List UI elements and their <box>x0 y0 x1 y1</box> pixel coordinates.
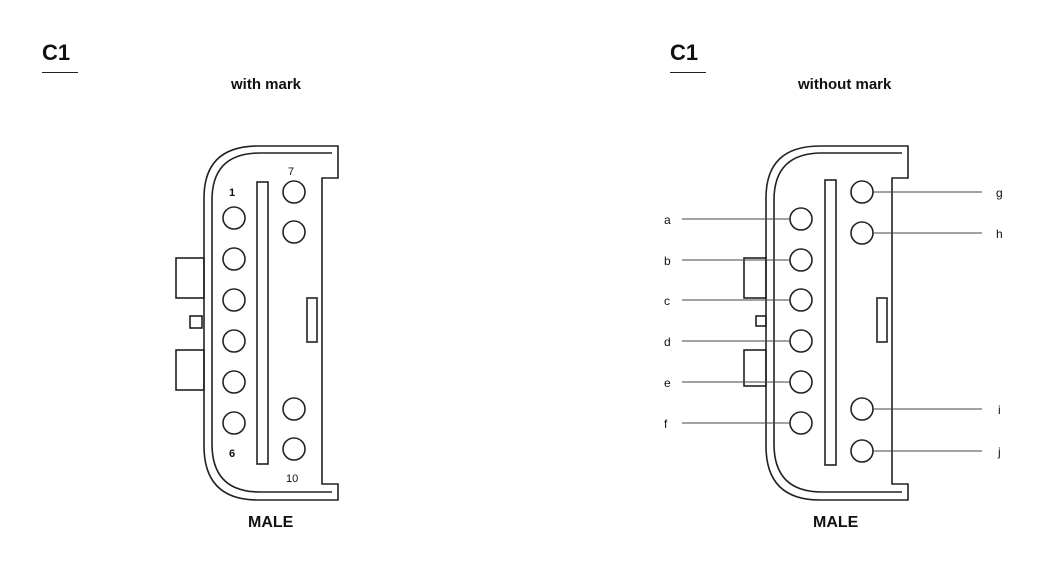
pin-label-e: e <box>664 376 671 390</box>
locking-tab-lower <box>175 349 205 391</box>
pin-number-7: 7 <box>288 166 294 178</box>
pin-9 <box>282 397 306 421</box>
connector-title: C1 <box>670 40 699 65</box>
pin-f <box>789 411 813 435</box>
pin-c <box>789 288 813 312</box>
pin-i <box>850 397 874 421</box>
gender-label: MALE <box>813 514 859 531</box>
pin-2 <box>222 247 246 271</box>
pin-h <box>850 221 874 245</box>
pin-label-f: f <box>664 417 668 431</box>
pin-a <box>789 207 813 231</box>
pin-8 <box>282 220 306 244</box>
pin-5 <box>222 370 246 394</box>
key-notch <box>189 315 203 329</box>
pin-7 <box>282 180 306 204</box>
key-notch <box>755 315 767 327</box>
pin-label-b: b <box>664 254 671 268</box>
pin-number-1: 1 <box>229 187 235 199</box>
title-underline <box>42 72 78 73</box>
pin-label-g: g <box>996 186 1003 200</box>
latch-tab <box>876 297 888 343</box>
pin-d <box>789 329 813 353</box>
pin-e <box>789 370 813 394</box>
connector-diagram: a b c d e f g h i j <box>664 145 1003 501</box>
pin-label-j: j <box>997 445 1001 459</box>
gender-label: MALE <box>248 514 294 531</box>
pin-g <box>850 180 874 204</box>
connector-title: C1 <box>42 40 71 65</box>
pin-3 <box>222 288 246 312</box>
pin-10 <box>282 437 306 461</box>
pin-label-c: c <box>664 294 670 308</box>
pin-label-d: d <box>664 335 671 349</box>
housing-inner-wall <box>773 152 902 493</box>
latch-tab <box>306 297 318 343</box>
locking-tab-upper <box>175 257 205 299</box>
pin-label-a: a <box>664 213 671 227</box>
locking-tab-lower <box>743 349 767 387</box>
housing-inner-wall <box>211 152 332 493</box>
housing-outline <box>765 145 909 501</box>
divider-bar <box>824 179 837 466</box>
title-underline <box>670 72 706 73</box>
divider-bar <box>256 181 269 465</box>
connector-subtitle: with mark <box>231 76 302 93</box>
pin-b <box>789 248 813 272</box>
pin-6 <box>222 411 246 435</box>
connector-without-mark-panel: C1 without mark <box>522 0 1044 568</box>
connector-subtitle: without mark <box>798 76 892 93</box>
pin-number-6: 6 <box>229 448 235 460</box>
pin-label-i: i <box>998 403 1001 417</box>
connector-diagram: 1 6 7 10 <box>175 145 339 501</box>
pin-j <box>850 439 874 463</box>
locking-tab-upper <box>743 257 767 299</box>
connector-with-mark-panel: C1 with mark <box>0 0 522 568</box>
pin-1 <box>222 206 246 230</box>
pin-4 <box>222 329 246 353</box>
pin-label-h: h <box>996 227 1003 241</box>
housing-outline <box>203 145 339 501</box>
pin-number-10: 10 <box>286 473 298 485</box>
